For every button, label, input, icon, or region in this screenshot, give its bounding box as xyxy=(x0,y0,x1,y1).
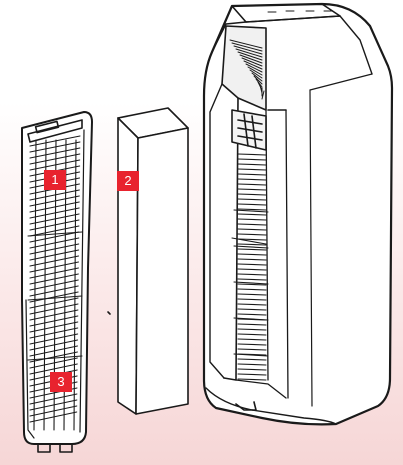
callout-badge-2: 2 xyxy=(117,171,139,191)
callout-badge-3: 3 xyxy=(50,372,72,392)
filter-block xyxy=(107,107,189,415)
callout-badge-1: 1 xyxy=(44,170,66,190)
front-grille-cover xyxy=(21,111,93,453)
purifier-body xyxy=(202,2,394,426)
